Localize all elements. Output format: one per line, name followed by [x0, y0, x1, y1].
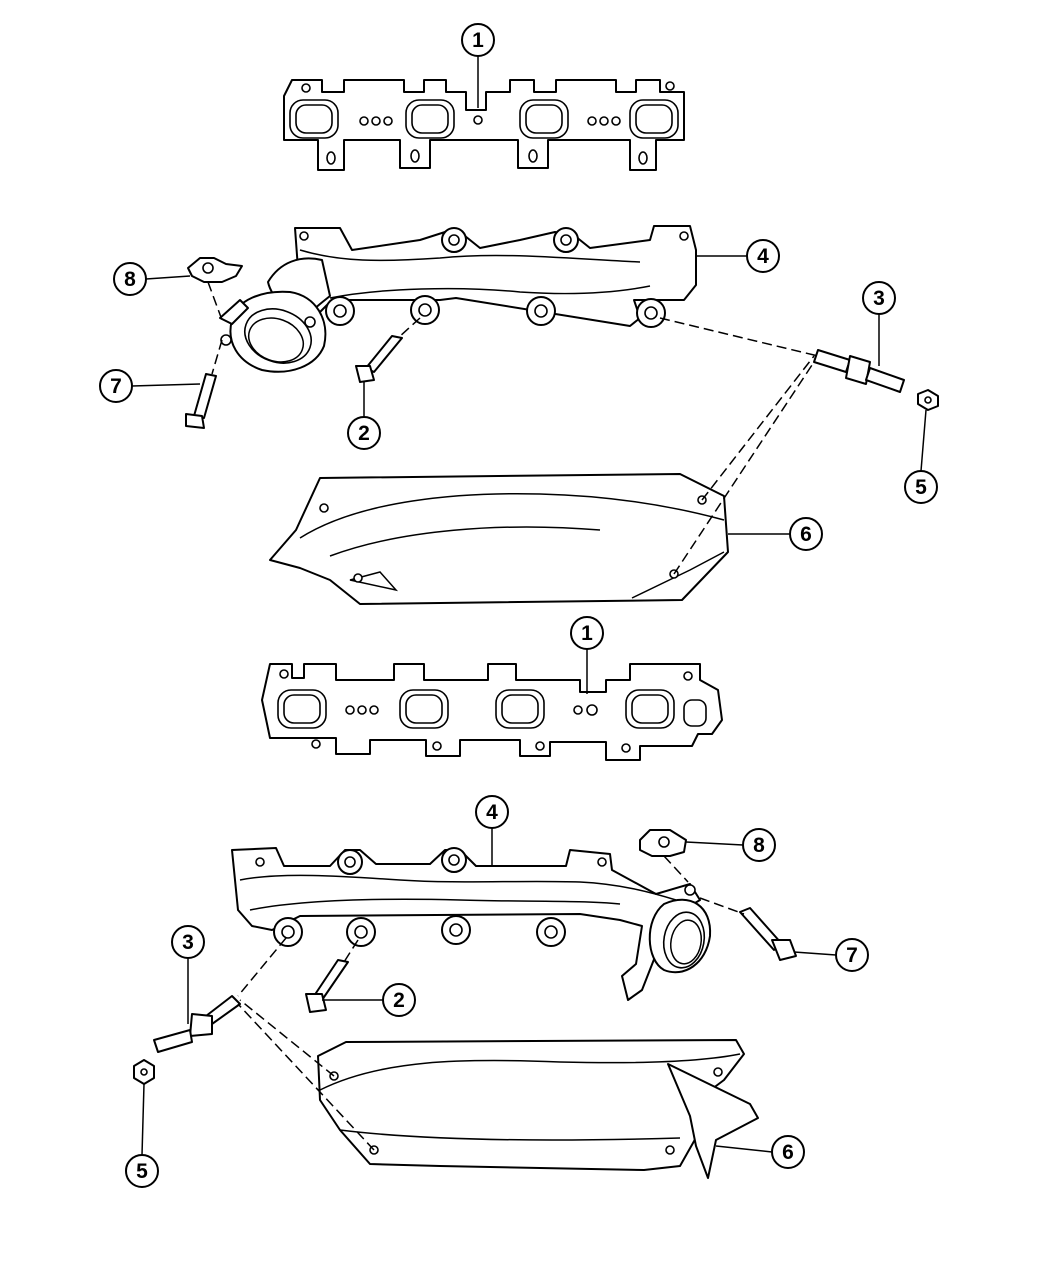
leader-line-flange-bolt-left: [793, 951, 837, 956]
callout-circle: [746, 239, 780, 273]
callout-stud-right: 3: [862, 281, 896, 315]
callout-circle: [382, 983, 416, 1017]
callout-flange-nut-left: 8: [742, 828, 776, 862]
heat-shield-lower: [317, 1039, 759, 1179]
flange-bolt-upper: [185, 373, 217, 429]
leader-line-heat-shield-left: [715, 1145, 773, 1153]
callout-number: 8: [753, 834, 765, 857]
callout-number: 2: [393, 989, 405, 1012]
callout-number: 3: [873, 287, 885, 310]
callout-manifold-left: 4: [475, 795, 509, 829]
manifold-bolt-upper: [355, 335, 403, 383]
callout-circle: [789, 517, 823, 551]
callout-gasket-left: 1: [570, 616, 604, 650]
nut-lower: [133, 1059, 155, 1085]
callout-number: 4: [486, 801, 498, 824]
callout-number: 7: [110, 375, 122, 398]
stud-lower: [153, 995, 241, 1053]
callout-number: 5: [136, 1160, 148, 1183]
leader-line-flange-nut-left: [685, 841, 744, 846]
callout-number: 1: [581, 622, 593, 645]
callout-manifold-right: 4: [746, 239, 780, 273]
callout-number: 3: [182, 931, 194, 954]
callout-nut-left: 5: [125, 1154, 159, 1188]
callout-number: 6: [782, 1141, 794, 1164]
callout-number: 8: [124, 268, 136, 291]
callout-circle: [347, 416, 381, 450]
exhaust-manifold-upper: [219, 225, 697, 373]
callout-bolt-left: 2: [382, 983, 416, 1017]
callout-circle: [475, 795, 509, 829]
nut-upper: [917, 389, 939, 411]
leader-line-nut-left: [141, 1083, 145, 1156]
flange-bolt-lower: [739, 907, 797, 961]
stud-upper: [813, 349, 905, 393]
callout-number: 7: [846, 944, 858, 967]
callout-number: 2: [358, 422, 370, 445]
callout-heat-shield-left: 6: [771, 1135, 805, 1169]
callout-circle: [771, 1135, 805, 1169]
flange-nut-lower: [639, 829, 687, 857]
callout-flange-nut-right: 8: [113, 262, 147, 296]
leader-line-flange-bolt-right: [131, 383, 201, 387]
gasket-lower: [261, 663, 723, 761]
callout-circle: [904, 470, 938, 504]
callout-number: 4: [757, 245, 769, 268]
callout-circle: [99, 369, 133, 403]
heat-shield-upper: [269, 473, 729, 605]
callout-circle: [570, 616, 604, 650]
callout-circle: [171, 925, 205, 959]
leader-line-nut-right: [920, 409, 927, 472]
callout-number: 5: [915, 476, 927, 499]
callout-circle: [113, 262, 147, 296]
callout-heat-shield-right: 6: [789, 517, 823, 551]
callout-stud-left: 3: [171, 925, 205, 959]
manifold-bolt-lower: [305, 959, 349, 1013]
callout-circle: [742, 828, 776, 862]
callout-circle: [125, 1154, 159, 1188]
callout-flange-bolt-left: 7: [835, 938, 869, 972]
callout-nut-right: 5: [904, 470, 938, 504]
leader-line-flange-nut-right: [145, 275, 191, 280]
callout-number: 6: [800, 523, 812, 546]
flange-nut-upper: [187, 257, 243, 283]
callout-gasket-right: 1: [461, 23, 495, 57]
exhaust-manifold-lower: [231, 847, 712, 1001]
callout-circle: [835, 938, 869, 972]
callout-layer: 1 4 8 3 7 2 5 6 1 4 8 3 7 2 5 6: [99, 23, 938, 1188]
callout-number: 1: [472, 29, 484, 52]
callout-flange-bolt-right: 7: [99, 369, 133, 403]
callout-circle: [461, 23, 495, 57]
callout-bolt-right: 2: [347, 416, 381, 450]
gasket-upper: [283, 79, 685, 171]
callout-circle: [862, 281, 896, 315]
